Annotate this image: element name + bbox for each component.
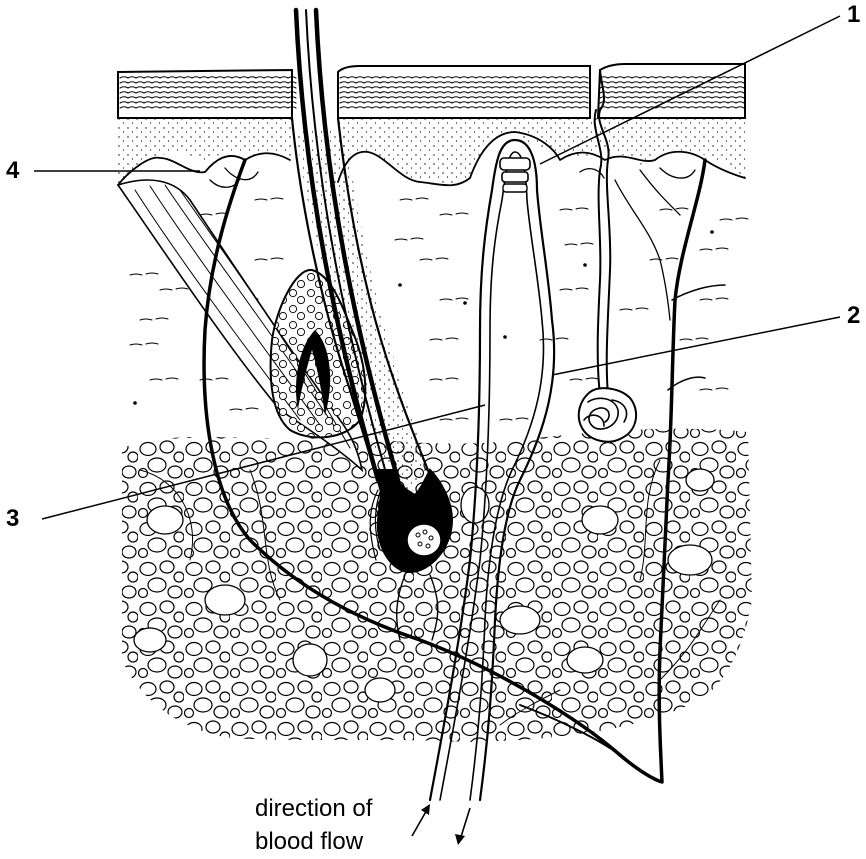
dermis-fibre-dash <box>565 243 593 245</box>
dermis-fibre-dash <box>255 258 283 260</box>
dermis-fibre-dash <box>700 248 728 250</box>
dermis-fibre-dash <box>430 338 458 340</box>
dermis-fibre-dash <box>130 343 158 345</box>
dermis-fibre-dash <box>700 298 728 300</box>
dermis-fibre-dash <box>680 338 708 340</box>
dermis-fibre-dash <box>650 258 678 260</box>
dermis-fibre-dash <box>140 318 168 320</box>
dermis-fibre-dash <box>700 388 728 390</box>
leader-line-2 <box>552 317 840 375</box>
dermis-fibre-dash <box>430 378 458 380</box>
dermis-fibre-dash <box>395 238 423 240</box>
dermis-fibre-dash <box>620 308 648 310</box>
dermis-fibre-dash <box>440 298 468 300</box>
label-1: 1 <box>847 1 860 28</box>
flow-arrow-out <box>460 808 470 840</box>
dermis-fibre-dash <box>160 288 188 290</box>
flow-arrow-out-head <box>455 834 465 845</box>
dermis-fibre-dash <box>150 378 178 380</box>
dermis-fibre-dash <box>200 213 228 215</box>
dermis-fibre-dash <box>440 213 468 215</box>
dermis-fibre-dash <box>255 198 283 200</box>
label-4: 4 <box>6 157 20 184</box>
caption-line-1: direction of <box>255 795 373 822</box>
label-3: 3 <box>6 505 19 532</box>
blood-flow-arrows <box>412 804 470 845</box>
dermis-fibre-dash <box>500 418 528 420</box>
caption-line-2: blood flow <box>255 828 364 855</box>
dermis-fibre-dash <box>570 378 598 380</box>
dermis-fibre-dash <box>720 218 748 220</box>
dermis-fibre-dash <box>400 198 428 200</box>
dermis-fibre-dash <box>560 288 588 290</box>
dermis-fibre-dash <box>230 408 258 410</box>
dermis-fibre-dash <box>440 418 468 420</box>
label-2: 2 <box>847 302 860 329</box>
dermis-fibre-dash <box>130 273 158 275</box>
dermis-fibre-dash <box>420 258 448 260</box>
dermis-fibre-dash <box>560 208 588 210</box>
